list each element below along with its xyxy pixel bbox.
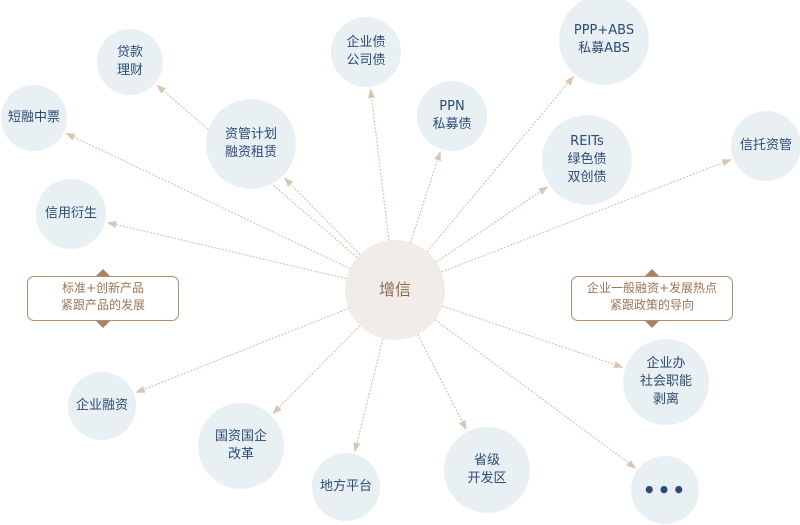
triangle-up-icon bbox=[96, 269, 110, 276]
more-ellipsis-icon: ••• bbox=[642, 478, 688, 502]
note-line: 标准+创新产品 bbox=[61, 281, 145, 295]
node-label: 私募ABS bbox=[578, 41, 630, 56]
node-label: 开发区 bbox=[467, 471, 507, 486]
node-corp: 企业融资 bbox=[68, 372, 136, 440]
node-label: 资管计划 bbox=[224, 127, 277, 142]
node-label: 公司债 bbox=[346, 53, 386, 68]
node-label: 社会职能 bbox=[639, 374, 692, 389]
node-label: 地方平台 bbox=[319, 479, 372, 494]
connector-arrow bbox=[272, 325, 361, 415]
node-ppp: PPP+ABS 私募ABS bbox=[559, 0, 649, 85]
node-label: 改革 bbox=[227, 447, 254, 462]
connector-arrow bbox=[135, 307, 349, 393]
node-ppn: PPN 私募债 bbox=[417, 81, 487, 151]
connector-arrow bbox=[106, 221, 347, 280]
triangle-down-icon bbox=[96, 321, 110, 328]
triangle-down-icon bbox=[645, 321, 659, 328]
node-local: 地方平台 bbox=[312, 453, 380, 521]
node-label: 剥离 bbox=[652, 392, 679, 407]
connector-arrow bbox=[353, 338, 384, 453]
node-label: 企业债 bbox=[346, 35, 386, 50]
connector-arrow bbox=[436, 186, 549, 263]
node-label: 双创债 bbox=[567, 170, 607, 185]
connector-arrow bbox=[441, 159, 732, 273]
note-left: 标准+创新产品 紧跟产品的发展 bbox=[27, 269, 179, 328]
node-label: 短融中票 bbox=[7, 110, 60, 125]
node-trust: 信托资管 bbox=[731, 111, 800, 181]
node-credit: 信用衍生 bbox=[36, 179, 106, 249]
connector-arrow bbox=[417, 334, 467, 431]
node-reits: REITs 绿色债双创债 bbox=[542, 115, 632, 205]
node-short: 短融中票 bbox=[1, 85, 67, 151]
note-line: 企业一般融资+发展热点 bbox=[586, 281, 718, 295]
node-label: 省级 bbox=[473, 453, 500, 468]
node-zone: 省级开发区 bbox=[444, 427, 530, 513]
node-social: 企业办社会职能剥离 bbox=[623, 339, 709, 425]
node-soe: 国资国企改革 bbox=[198, 403, 284, 489]
node-loan: 贷款理财 bbox=[97, 29, 163, 95]
connector-arrow bbox=[426, 75, 574, 253]
node-label: REITs bbox=[570, 134, 604, 149]
triangle-up-icon bbox=[645, 269, 659, 276]
node-label: 企业办 bbox=[646, 356, 686, 371]
note-right: 企业一般融资+发展热点 紧跟政策的导向 bbox=[571, 269, 733, 328]
node-label: PPP+ABS bbox=[573, 23, 635, 38]
node-label: 信托资管 bbox=[739, 138, 792, 153]
connector-arrow bbox=[442, 305, 624, 368]
connector-arrow bbox=[409, 150, 441, 243]
center-label: 增信 bbox=[378, 280, 411, 299]
node-label: 融资租赁 bbox=[224, 145, 277, 160]
node-label: 绿色债 bbox=[567, 152, 607, 167]
note-line: 紧跟产品的发展 bbox=[60, 298, 145, 312]
note-line: 紧跟政策的导向 bbox=[609, 298, 694, 312]
node-asset: 资管计划融资租赁 bbox=[206, 99, 296, 189]
node-label: PPN bbox=[439, 99, 465, 114]
connector-arrow bbox=[156, 84, 358, 258]
node-label: 私募债 bbox=[432, 117, 472, 132]
node-label: 企业融资 bbox=[75, 398, 128, 413]
connector-arrow bbox=[283, 177, 361, 255]
node-label: 国资国企 bbox=[214, 429, 267, 444]
node-bond: 企业债公司债 bbox=[331, 17, 401, 87]
node-more: ••• bbox=[631, 456, 699, 524]
node-label: 理财 bbox=[116, 63, 143, 78]
connector-arrow bbox=[368, 88, 390, 241]
node-label: 贷款 bbox=[116, 45, 143, 60]
node-label: 信用衍生 bbox=[44, 206, 97, 221]
connector-arrow bbox=[434, 319, 637, 469]
center-node: 增信 bbox=[345, 240, 445, 340]
